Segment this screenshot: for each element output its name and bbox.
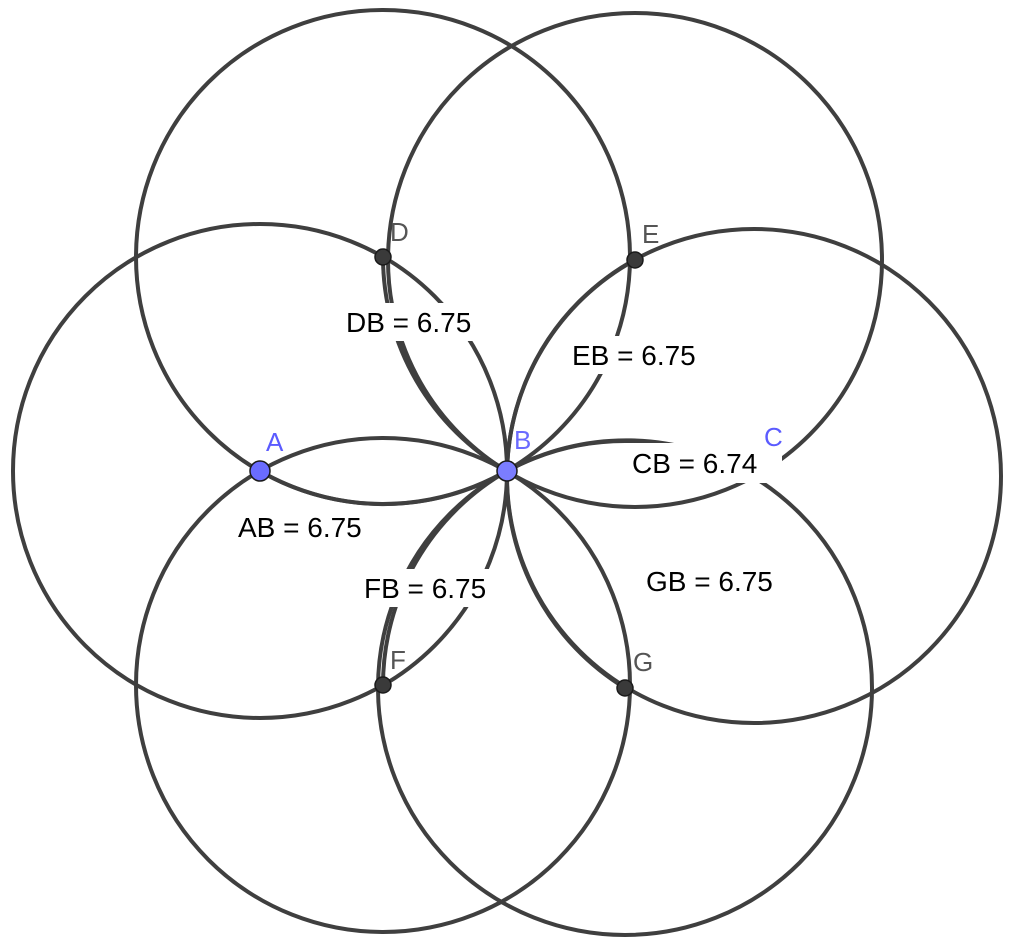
point-label-G: G <box>633 647 653 677</box>
label-EB: EB = 6.75 <box>566 336 718 374</box>
arc-FB <box>381 469 508 686</box>
label-FB-text: FB = 6.75 <box>364 573 486 604</box>
label-FB: FB = 6.75 <box>358 569 508 607</box>
point-label-A: A <box>266 427 284 457</box>
label-EB-text: EB = 6.75 <box>572 340 696 371</box>
point-G[interactable] <box>616 679 634 697</box>
point-label-E: E <box>642 219 659 249</box>
point-label-D: D <box>390 217 409 247</box>
label-DB: DB = 6.75 <box>340 303 496 341</box>
arc-EB <box>505 258 636 472</box>
label-CB: CB = 6.74 <box>626 443 782 483</box>
point-label-F: F <box>390 645 406 675</box>
point-A[interactable] <box>249 460 271 482</box>
arc-AB <box>259 469 508 507</box>
arc-DB <box>381 256 508 473</box>
point-D[interactable] <box>374 248 392 266</box>
label-AB-text: AB = 6.75 <box>238 512 362 543</box>
arc-GB <box>504 470 627 690</box>
label-GB: GB = 6.75 <box>640 562 794 600</box>
point-label-C: C <box>764 422 783 452</box>
label-DB-text: DB = 6.75 <box>346 307 471 338</box>
point-B[interactable] <box>496 460 518 482</box>
label-AB: AB = 6.75 <box>232 508 386 546</box>
point-E[interactable] <box>626 251 644 269</box>
point-label-B: B <box>514 425 531 455</box>
point-F[interactable] <box>374 676 392 694</box>
label-GB-text: GB = 6.75 <box>646 566 773 597</box>
label-CB-text: CB = 6.74 <box>632 448 757 479</box>
